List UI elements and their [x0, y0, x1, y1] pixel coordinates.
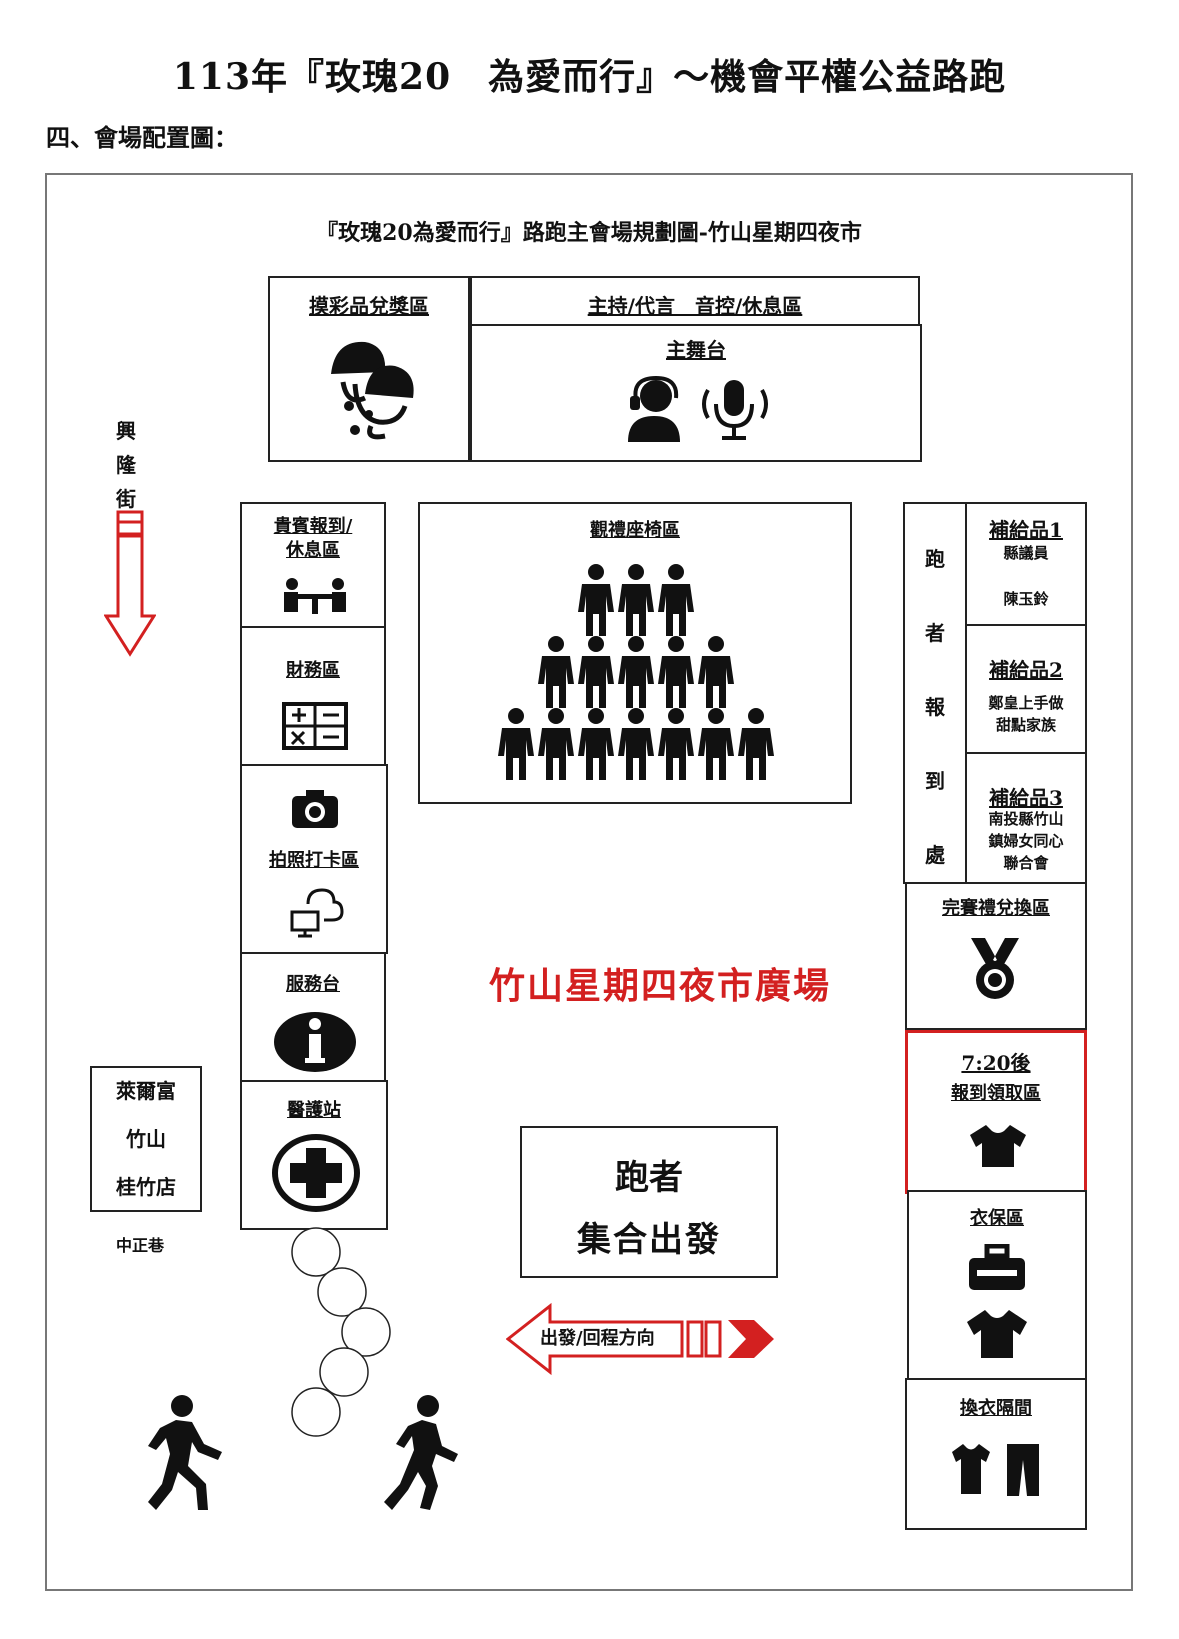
- store-line-2: 竹山: [126, 1127, 166, 1151]
- zone-service-label: 服務台: [286, 974, 340, 995]
- zone-host-label: 主持/代言 音控/休息區: [587, 294, 803, 318]
- zone-finance-label: 財務區: [286, 660, 340, 681]
- zone-medical: 醫護站: [240, 1080, 388, 1230]
- zone-supply-3-label: 補給品3: [989, 786, 1063, 810]
- supply-3-line-2: 鎮婦女同心: [988, 832, 1064, 850]
- zone-photo-label: 拍照打卡區: [269, 850, 359, 871]
- zone-audience: 觀禮座椅區: [418, 502, 852, 804]
- page-title: 113年『玫瑰20 為愛而行』～機會平權公益路跑: [172, 56, 1007, 98]
- zone-supply-1: 補給品1 縣議員 陳玉鈴: [965, 502, 1087, 626]
- meeting-table-icon: [284, 578, 346, 614]
- zone-pickup: 7:20後 報到領取區: [905, 1030, 1087, 1194]
- map-title: 『玫瑰20為愛而行』路跑主會場規劃圖-竹山星期四夜市: [316, 220, 862, 246]
- zone-runner-checkin: 跑者報到處: [903, 502, 967, 884]
- lottery-balls-icon: [331, 341, 414, 440]
- supply-3-line-3: 聯合會: [1003, 854, 1049, 872]
- section-heading: 四、會場配置圖：: [46, 123, 238, 152]
- venue-map-frame: [45, 173, 1133, 1591]
- zone-start-line-1: 跑者: [615, 1158, 683, 1198]
- walking-person-icon: [384, 1395, 458, 1510]
- direction-label: 出發/回程方向: [540, 1328, 655, 1349]
- cloud-upload-icon: [290, 888, 344, 938]
- pants-icon: [1007, 1444, 1039, 1496]
- zone-finish-gift: 完賽禮兌換區: [905, 882, 1087, 1030]
- supply-1-line-1: 縣議員: [1003, 544, 1049, 562]
- zone-runner-checkin-label: 跑者報到處: [925, 547, 945, 867]
- zone-vip-label-1: 貴賓報到/: [273, 516, 353, 537]
- zone-service: 服務台: [240, 952, 386, 1082]
- zone-finish-gift-label: 完賽禮兌換區: [942, 898, 1050, 919]
- down-arrow-icon: [104, 510, 156, 657]
- street-xinglong: 興隆街: [116, 419, 136, 511]
- zone-changing-label: 換衣隔間: [960, 1398, 1032, 1419]
- supply-3-line-1: 南投縣竹山: [988, 810, 1064, 828]
- zone-baggage: 衣保區: [907, 1190, 1087, 1380]
- medical-cross-icon: [272, 1134, 360, 1212]
- tshirt-icon: [952, 1444, 990, 1494]
- bag-icon: [969, 1244, 1025, 1290]
- store-line-3: 桂竹店: [116, 1175, 176, 1199]
- street-zhongzheng: 中正巷: [116, 1236, 165, 1255]
- camera-icon: [292, 790, 338, 828]
- supply-2-line-2: 甜點家族: [995, 716, 1056, 734]
- store-line-1: 萊爾富: [116, 1079, 176, 1103]
- zone-finance: 財務區: [240, 626, 386, 766]
- medal-icon: [971, 938, 1019, 999]
- zone-baggage-label: 衣保區: [970, 1208, 1024, 1229]
- direction-arrow-icon: [506, 1302, 774, 1376]
- walking-person-icon: [148, 1395, 222, 1510]
- info-icon: [274, 1012, 356, 1072]
- zone-lottery: 摸彩品兌獎區: [268, 276, 470, 462]
- zone-main-stage-label: 主舞台: [666, 338, 726, 362]
- supply-1-line-2: 陳玉鈴: [1003, 590, 1049, 608]
- calculator-icon: [282, 702, 348, 750]
- zone-photo: 拍照打卡區: [240, 764, 388, 954]
- tshirt-icon: [970, 1125, 1026, 1167]
- zone-lottery-label: 摸彩品兌獎區: [309, 294, 429, 318]
- venue-center-label: 竹山星期四夜市廣場: [488, 965, 831, 1007]
- host-headset-icon: [628, 376, 680, 442]
- zone-start: 跑者 集合出發: [520, 1126, 778, 1278]
- zone-pickup-label-2: 報到領取區: [951, 1083, 1041, 1104]
- zone-host: 主持/代言 音控/休息區: [470, 276, 920, 326]
- zone-supply-2-label: 補給品2: [989, 658, 1063, 682]
- zone-vip: 貴賓報到/ 休息區: [240, 502, 386, 628]
- zone-changing: 換衣隔間: [905, 1378, 1087, 1530]
- zone-main-stage: 主舞台: [470, 324, 922, 462]
- tshirt-icon: [967, 1310, 1027, 1358]
- zone-supply-1-label: 補給品1: [989, 518, 1063, 542]
- zone-supply-3: 補給品3 南投縣竹山 鎮婦女同心 聯合會: [965, 752, 1087, 884]
- zone-vip-label-2: 休息區: [286, 540, 340, 561]
- landmark-store: 萊爾富 竹山 桂竹店: [90, 1066, 202, 1212]
- zone-medical-label: 醫護站: [287, 1100, 341, 1121]
- zone-pickup-label-1: 7:20後: [961, 1051, 1031, 1075]
- crowd-icon: [498, 564, 774, 780]
- route-path-circles: [291, 1227, 391, 1437]
- zone-audience-label: 觀禮座椅區: [590, 520, 680, 541]
- supply-2-line-1: 鄭皇上手做: [988, 694, 1064, 712]
- microphone-icon: [702, 380, 768, 440]
- zone-start-line-2: 集合出發: [577, 1220, 721, 1260]
- zone-supply-2: 補給品2 鄭皇上手做 甜點家族: [965, 624, 1087, 754]
